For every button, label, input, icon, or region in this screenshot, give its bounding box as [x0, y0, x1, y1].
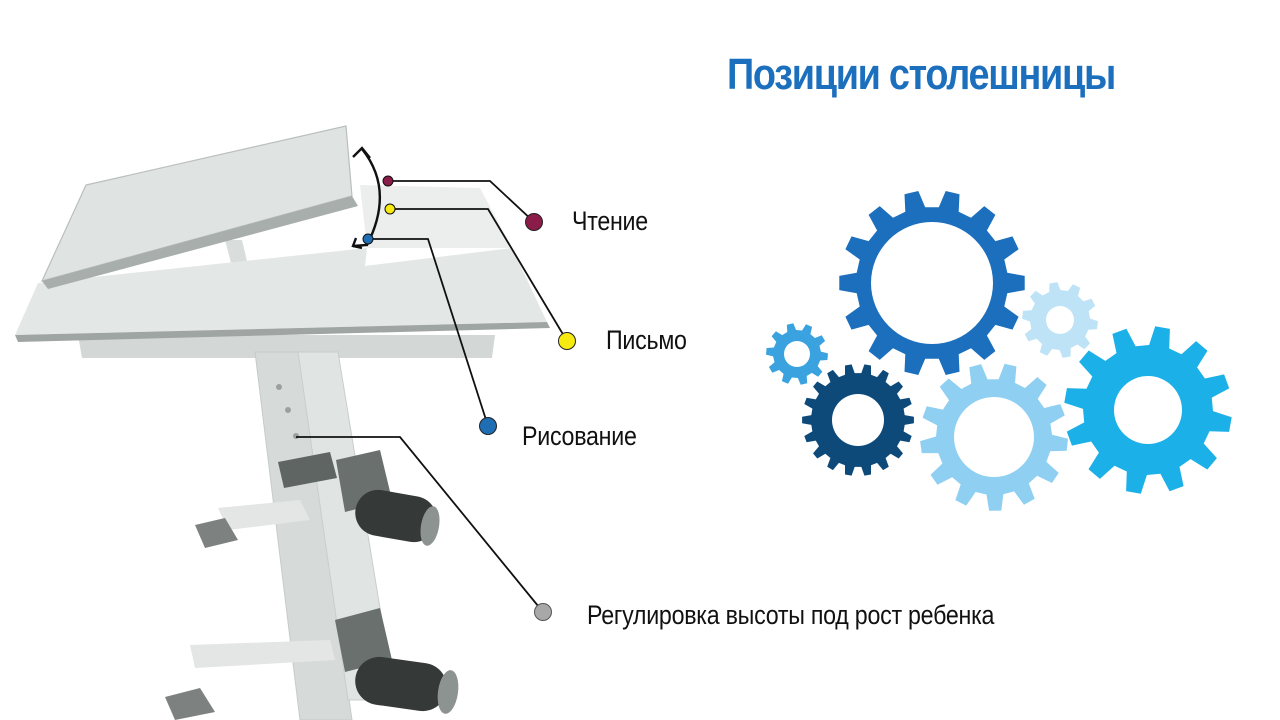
reading-marker-small — [382, 175, 394, 187]
writing-marker-small — [384, 203, 396, 215]
reading-marker — [525, 213, 543, 231]
gear-small-pale-icon — [1022, 282, 1098, 358]
page-title: Позиции столешницы — [727, 50, 1116, 99]
gears-illustration — [766, 191, 1232, 511]
label-reading: Чтение — [572, 206, 648, 236]
label-writing: Письмо — [606, 325, 687, 355]
writing-marker — [558, 332, 576, 350]
drawing-marker — [479, 417, 497, 435]
gear-navy-icon — [802, 364, 914, 476]
gear-cyan-icon — [1064, 326, 1232, 494]
gear-large-blue-icon — [839, 191, 1025, 375]
label-drawing: Рисование — [522, 421, 637, 451]
desk-illustration — [15, 125, 550, 720]
gear-small-sky-icon — [766, 323, 828, 385]
height-marker — [534, 603, 552, 621]
drawing-marker-small — [362, 233, 374, 245]
connector-lines — [296, 180, 568, 613]
label-height: Регулировка высоты под рост ребенка — [587, 600, 995, 630]
gear-light-icon — [920, 363, 1068, 511]
